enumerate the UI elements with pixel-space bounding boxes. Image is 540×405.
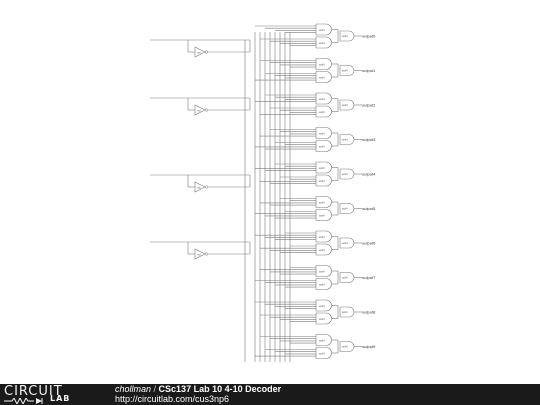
and-gate-icon [315, 265, 332, 277]
output-gate-icon [339, 168, 355, 180]
gate-label: and4 [319, 249, 325, 252]
and-gate-icon [315, 71, 332, 83]
and-gate-icon [315, 174, 332, 187]
output-gate-icon [339, 30, 355, 42]
gate-label: and4 [319, 180, 325, 183]
gate-label: and4 [319, 352, 325, 355]
gates: and4 and4 and4 output0 and4 and4 and4 output1 an… [315, 23, 376, 359]
and-gate-icon [315, 92, 332, 105]
output-label: output6 [362, 241, 376, 246]
and-gate-icon [315, 196, 332, 208]
gate-label: and4 [319, 29, 325, 32]
output-gate-label: and4 [342, 208, 348, 211]
output-label: output9 [362, 344, 376, 349]
and-gate-icon [315, 278, 332, 290]
output-gate-icon [339, 237, 355, 249]
and-gate-icon [315, 347, 332, 359]
output-gate-icon [339, 341, 355, 352]
and-gate-icon [315, 127, 332, 139]
gate-label: and4 [319, 42, 325, 45]
output-label: output0 [362, 34, 376, 39]
and-gate-icon [315, 140, 332, 152]
footer-title-line: chollman / CSc137 Lab 10 4-10 Decoder [115, 384, 281, 394]
inverter-bubble-icon [204, 185, 209, 189]
gate-label: and4 [319, 214, 325, 217]
inverter-label: not [197, 110, 201, 113]
and-gate-icon [315, 299, 332, 312]
gate-label: and4 [319, 111, 325, 114]
and-gate-icon [315, 209, 332, 221]
gate-label: and4 [319, 339, 325, 342]
inverter-label: not [197, 187, 201, 190]
logo-text-circuit: CIRCUIT [4, 384, 63, 399]
gate-label: and4 [319, 76, 325, 79]
output-gate-label: and4 [342, 139, 348, 142]
inverter-icon [194, 181, 206, 193]
and-gate-icon [315, 36, 332, 49]
gate-label: and4 [319, 318, 325, 321]
gate-label: and4 [319, 63, 325, 66]
inverter-label: not [197, 254, 201, 257]
and-gate-icon [315, 230, 332, 243]
and-gate-icon [315, 161, 332, 174]
output-label: output1 [362, 68, 376, 73]
output-label: output7 [362, 275, 376, 280]
circuitlab-logo[interactable]: CIRCUIT LAB [4, 384, 90, 404]
circuit-url-link[interactable]: http://circuitlab.com/cus3np6 [115, 394, 230, 404]
output-gate-icon [339, 99, 355, 111]
gate-label: and4 [319, 132, 325, 135]
output-gate-label: and4 [342, 173, 348, 176]
gate-label: and4 [319, 283, 325, 286]
footer-text: chollman / CSc137 Lab 10 4-10 Decoder ht… [115, 384, 281, 404]
circuit-title: CSc137 Lab 10 4-10 Decoder [158, 384, 282, 394]
output-gate-icon [339, 203, 355, 214]
output-gate-label: and4 [342, 242, 348, 245]
output-label: output4 [362, 172, 376, 177]
gate-label: and4 [319, 270, 325, 273]
gate-label: and4 [319, 145, 325, 148]
gate-label: and4 [319, 98, 325, 101]
output-gate-label: and4 [342, 104, 348, 107]
title-separator: / [151, 384, 159, 394]
output-label: output3 [362, 137, 376, 142]
inverter-icon [194, 248, 206, 260]
output-label: output8 [362, 310, 376, 315]
and-gate-icon [315, 334, 332, 346]
inverter-bubble-icon [204, 50, 209, 54]
and-gate-icon [315, 243, 332, 256]
inverter-label: not [197, 52, 201, 55]
logo-wire-icon [4, 398, 43, 404]
output-gate-icon [339, 134, 355, 145]
inverter-icon [194, 104, 206, 116]
gate-label: and4 [319, 201, 325, 204]
footer-bar: CIRCUIT LAB chollman / CSc137 Lab 10 4-1… [0, 384, 540, 405]
logo-text-lab: LAB [50, 394, 71, 403]
output-gate-label: and4 [342, 346, 348, 349]
gate-label: and4 [319, 236, 325, 239]
inverter-icon [194, 46, 206, 58]
output-gate-label: and4 [342, 35, 348, 38]
and-gate-icon [315, 58, 332, 70]
wires [150, 25, 362, 362]
author-name[interactable]: chollman [115, 384, 152, 394]
output-gate-icon [339, 272, 355, 283]
and-gate-icon [315, 23, 332, 36]
output-gate-icon [339, 306, 355, 318]
output-label: output2 [362, 103, 376, 108]
inverter-bubble-icon [204, 252, 209, 256]
gate-label: and4 [319, 305, 325, 308]
output-gate-label: and4 [342, 277, 348, 280]
output-label: output5 [362, 206, 376, 211]
and-gate-icon [315, 105, 332, 118]
output-gate-label: and4 [342, 70, 348, 73]
output-gate-icon [339, 65, 355, 76]
and-gate-icon [315, 312, 332, 325]
inverter-bubble-icon [204, 108, 209, 112]
output-gate-label: and4 [342, 311, 348, 314]
gate-label: and4 [319, 167, 325, 170]
inverters: not not not not [194, 46, 209, 260]
